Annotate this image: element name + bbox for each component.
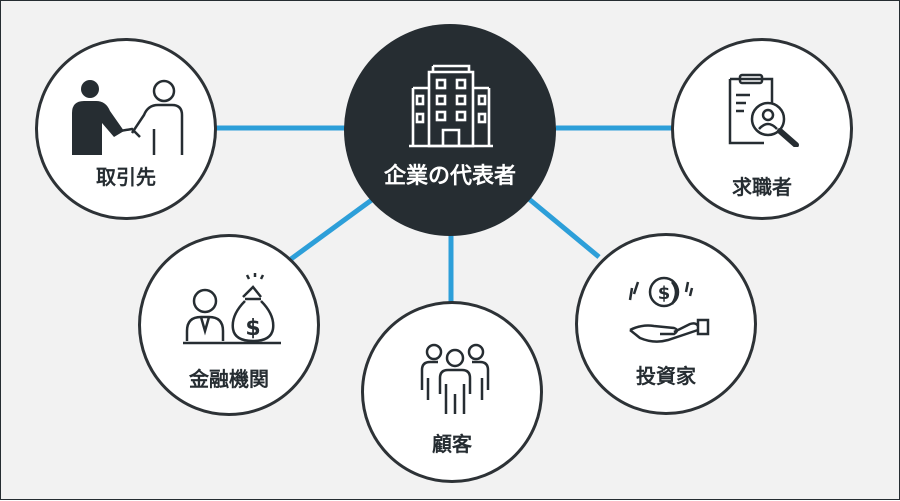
node-financial-institutions: $ 金融機関 [138,234,320,416]
node-partners: 取引先 [35,38,217,220]
node-investors-label: 投資家 [636,364,696,388]
hand-coin-icon: $ [628,276,710,343]
people-group-icon [420,343,490,414]
resume-search-icon [728,73,799,147]
node-financial-institutions-label: 金融機関 [189,367,269,391]
connector-line-financial [289,196,375,262]
node-job-seekers-label: 求職者 [732,175,792,199]
connector-line-investors [527,197,601,259]
node-partners-label: 取引先 [96,165,156,189]
node-customers: 顧客 [361,301,543,483]
node-investors: $ 投資家 [575,233,757,415]
node-customers-label: 顧客 [432,432,472,456]
handshake-icon [72,79,184,155]
node-job-seekers: 求職者 [671,38,853,220]
svg-text:$: $ [658,283,671,304]
center-node: 企業の代表者 [344,24,556,236]
svg-text:$: $ [245,316,260,341]
banker-money-bag-icon: $ [183,273,281,345]
center-node-label: 企業の代表者 [383,164,516,189]
office-building-icon [409,64,493,148]
